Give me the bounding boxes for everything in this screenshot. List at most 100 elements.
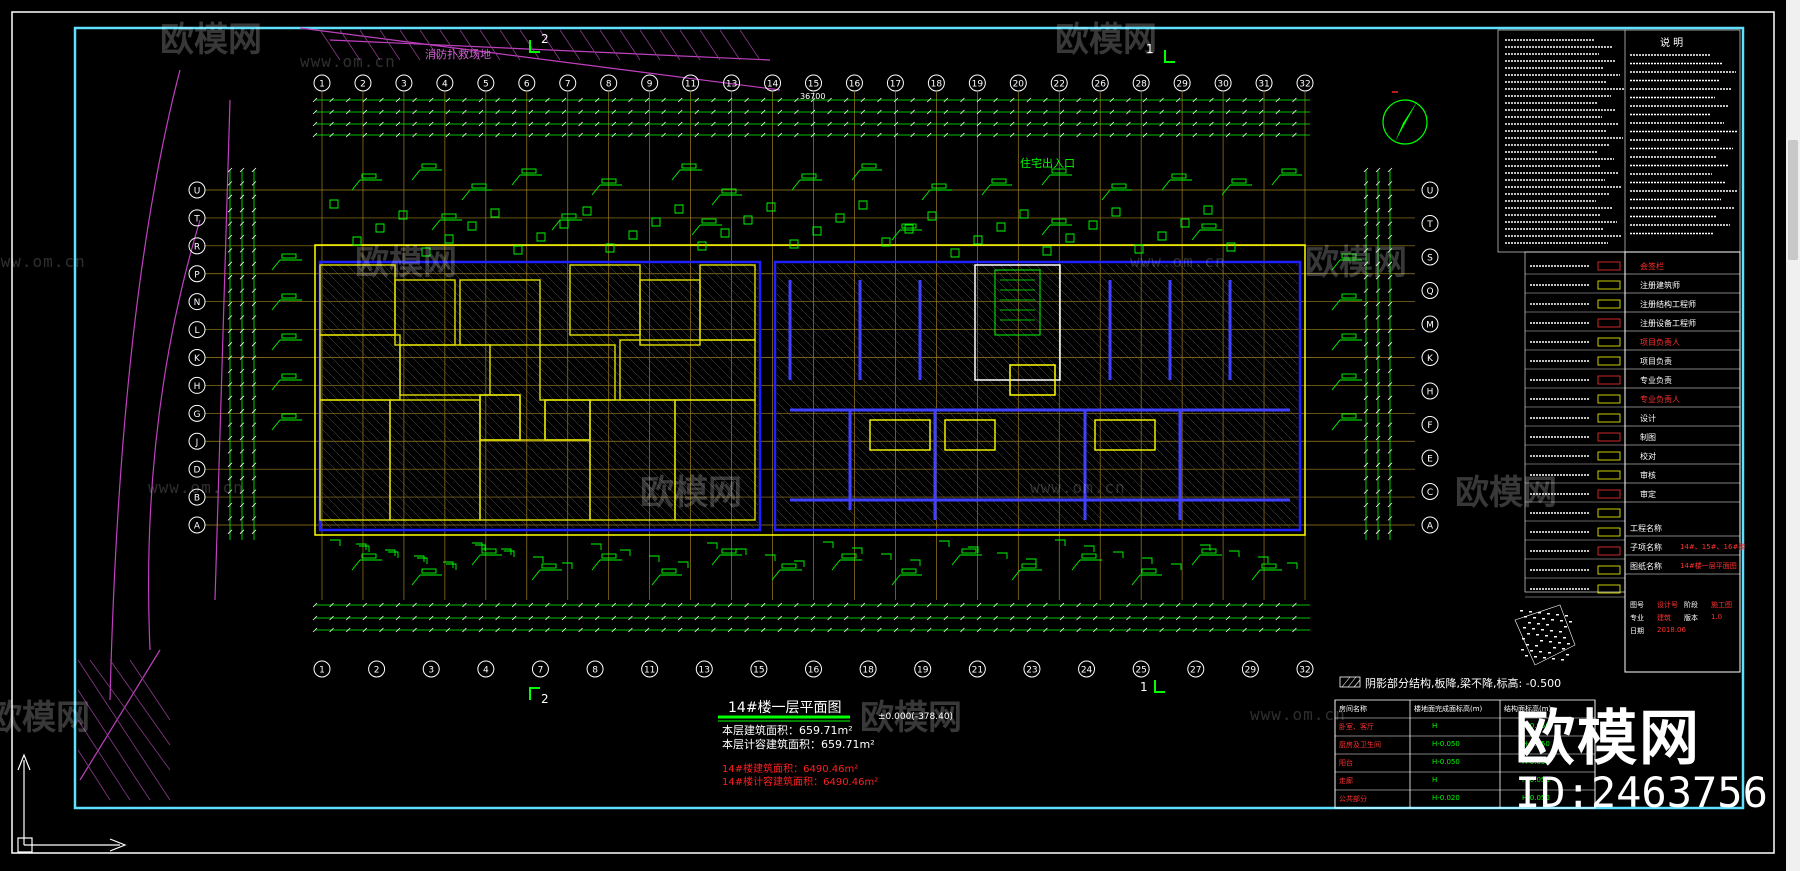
svg-text:S: S: [1427, 254, 1433, 264]
svg-text:11: 11: [685, 80, 696, 90]
elevation-table-cell: 走廊: [1339, 777, 1353, 785]
svg-text:K: K: [1427, 354, 1434, 364]
svg-text:2: 2: [360, 80, 366, 90]
scrollbar-thumb[interactable]: [1788, 140, 1798, 260]
elevation-table-header: 房间名称: [1339, 705, 1367, 713]
title-block-row-label: 审定: [1640, 490, 1656, 499]
axis-bubble-bottom: 23: [1023, 660, 1041, 678]
svg-text:22: 22: [1054, 80, 1065, 90]
axis-bubble-left: G: [188, 404, 206, 422]
axis-bubble-left: L: [188, 321, 206, 339]
svg-text:1: 1: [319, 80, 325, 90]
axis-bubble-right: E: [1421, 449, 1439, 467]
axis-bubble-bottom: 1: [313, 660, 331, 678]
axis-bubble-right: U: [1421, 181, 1439, 199]
svg-text:30: 30: [1217, 80, 1229, 90]
svg-text:9: 9: [647, 80, 653, 90]
axis-bubble-bottom: 2: [368, 660, 386, 678]
axis-bubble-top: 14: [764, 74, 782, 92]
axis-bubble-right: F: [1421, 416, 1439, 433]
vertical-scrollbar[interactable]: [1786, 0, 1800, 871]
elevation-table-cell: H-0.050: [1522, 740, 1550, 748]
title-block-row-label: 项目负责人: [1640, 338, 1680, 347]
svg-text:F: F: [1427, 421, 1432, 431]
axis-bubble-bottom: 18: [859, 660, 877, 678]
project-row-label: 图纸名称: [1630, 562, 1662, 571]
brand-logo-text: 欧模网: [1515, 704, 1701, 774]
title-block-row-label: 项目负责: [1640, 357, 1672, 366]
svg-text:L: L: [194, 326, 199, 336]
axis-bubble-bottom: 8: [586, 660, 604, 678]
title-block-row-label: 专业负责人: [1640, 395, 1680, 404]
svg-text:32: 32: [1299, 80, 1310, 90]
axis-bubble-right: C: [1421, 483, 1439, 500]
svg-text:11: 11: [644, 666, 655, 676]
svg-text:16: 16: [849, 80, 861, 90]
entrance-label: 住宅出入口: [1020, 157, 1075, 170]
title-block-footer-cell: 设计号: [1657, 601, 1678, 609]
svg-text:3: 3: [401, 80, 407, 90]
notes-panel: [1497, 29, 1741, 253]
svg-text:4: 4: [442, 80, 448, 90]
svg-text:1: 1: [319, 666, 325, 676]
notes-header: 说 明: [1660, 38, 1684, 49]
elevation-table-cell: H-0.050: [1432, 758, 1460, 766]
elevation-table-cell: 厨房及卫生间: [1339, 741, 1381, 749]
watermark-brand: 欧模网: [0, 698, 90, 738]
elevation-table-cell: 阳台: [1339, 759, 1353, 767]
section-mark-top-1: 1: [1146, 42, 1154, 56]
road-label: 消防扑救场地: [425, 48, 491, 61]
svg-text:M: M: [1426, 321, 1434, 331]
svg-text:A: A: [194, 522, 201, 532]
axis-bubble-bottom: 4: [477, 660, 495, 678]
dimension-ticks: [227, 97, 1393, 633]
axis-bubble-top: 3: [395, 74, 413, 92]
watermark-url: www.om.cn: [148, 478, 244, 497]
svg-text:G: G: [194, 410, 201, 420]
axis-bubble-top: 2: [354, 74, 372, 92]
axis-bubble-top: 8: [600, 74, 618, 92]
title-block-footer-cell: 施工图: [1711, 601, 1732, 609]
axis-bubble-top: 26: [1091, 74, 1109, 92]
svg-text:T: T: [1426, 220, 1433, 230]
svg-text:7: 7: [565, 80, 571, 90]
svg-text:15: 15: [808, 80, 819, 90]
hatch-note: 阴影部分结构,板降,梁不降,标高: -0.500: [1365, 677, 1562, 690]
svg-text:25: 25: [1135, 666, 1146, 676]
project-row-label: 工程名称: [1630, 524, 1662, 533]
svg-text:K: K: [194, 354, 201, 364]
axis-bubble-bottom: 24: [1078, 660, 1096, 678]
svg-text:26: 26: [1094, 80, 1106, 90]
axis-bubble-right: K: [1421, 349, 1439, 366]
svg-text:5: 5: [483, 80, 489, 90]
watermark-url: www.om.cn: [300, 52, 396, 71]
elevation-table-cell: H-0.050: [1522, 722, 1550, 730]
axis-bubble-top: 11: [682, 74, 700, 92]
axis-bubble-bottom: 7: [531, 660, 549, 678]
axis-bubble-bottom: 3: [422, 660, 440, 678]
site-hatch: [77, 29, 761, 801]
svg-text:E: E: [1427, 455, 1433, 465]
axis-bubble-top: 28: [1132, 74, 1150, 92]
axis-bubble-top: 32: [1296, 74, 1314, 92]
svg-text:B: B: [194, 494, 200, 504]
title-block: [1524, 251, 1741, 673]
svg-text:13: 13: [726, 80, 737, 90]
watermark-brand: 欧模网: [860, 698, 962, 738]
title-block-footer-cell: 阶段: [1684, 601, 1698, 609]
svg-text:T: T: [193, 214, 200, 224]
elevation-table: [1334, 699, 1596, 809]
axis-bubble-left: K: [188, 349, 206, 366]
axis-bubble-left: T: [188, 209, 206, 227]
axis-bubble-top: 4: [436, 74, 454, 92]
scatter-stamp: [1514, 604, 1576, 666]
title-block-row-label: 注册设备工程师: [1640, 319, 1696, 328]
watermark-brand: 欧模网: [640, 473, 742, 513]
watermark-brand: 欧模网: [160, 20, 262, 60]
title-block-footer-cell: 2018.06: [1657, 626, 1686, 634]
axis-bubble-bottom: 21: [968, 660, 986, 678]
